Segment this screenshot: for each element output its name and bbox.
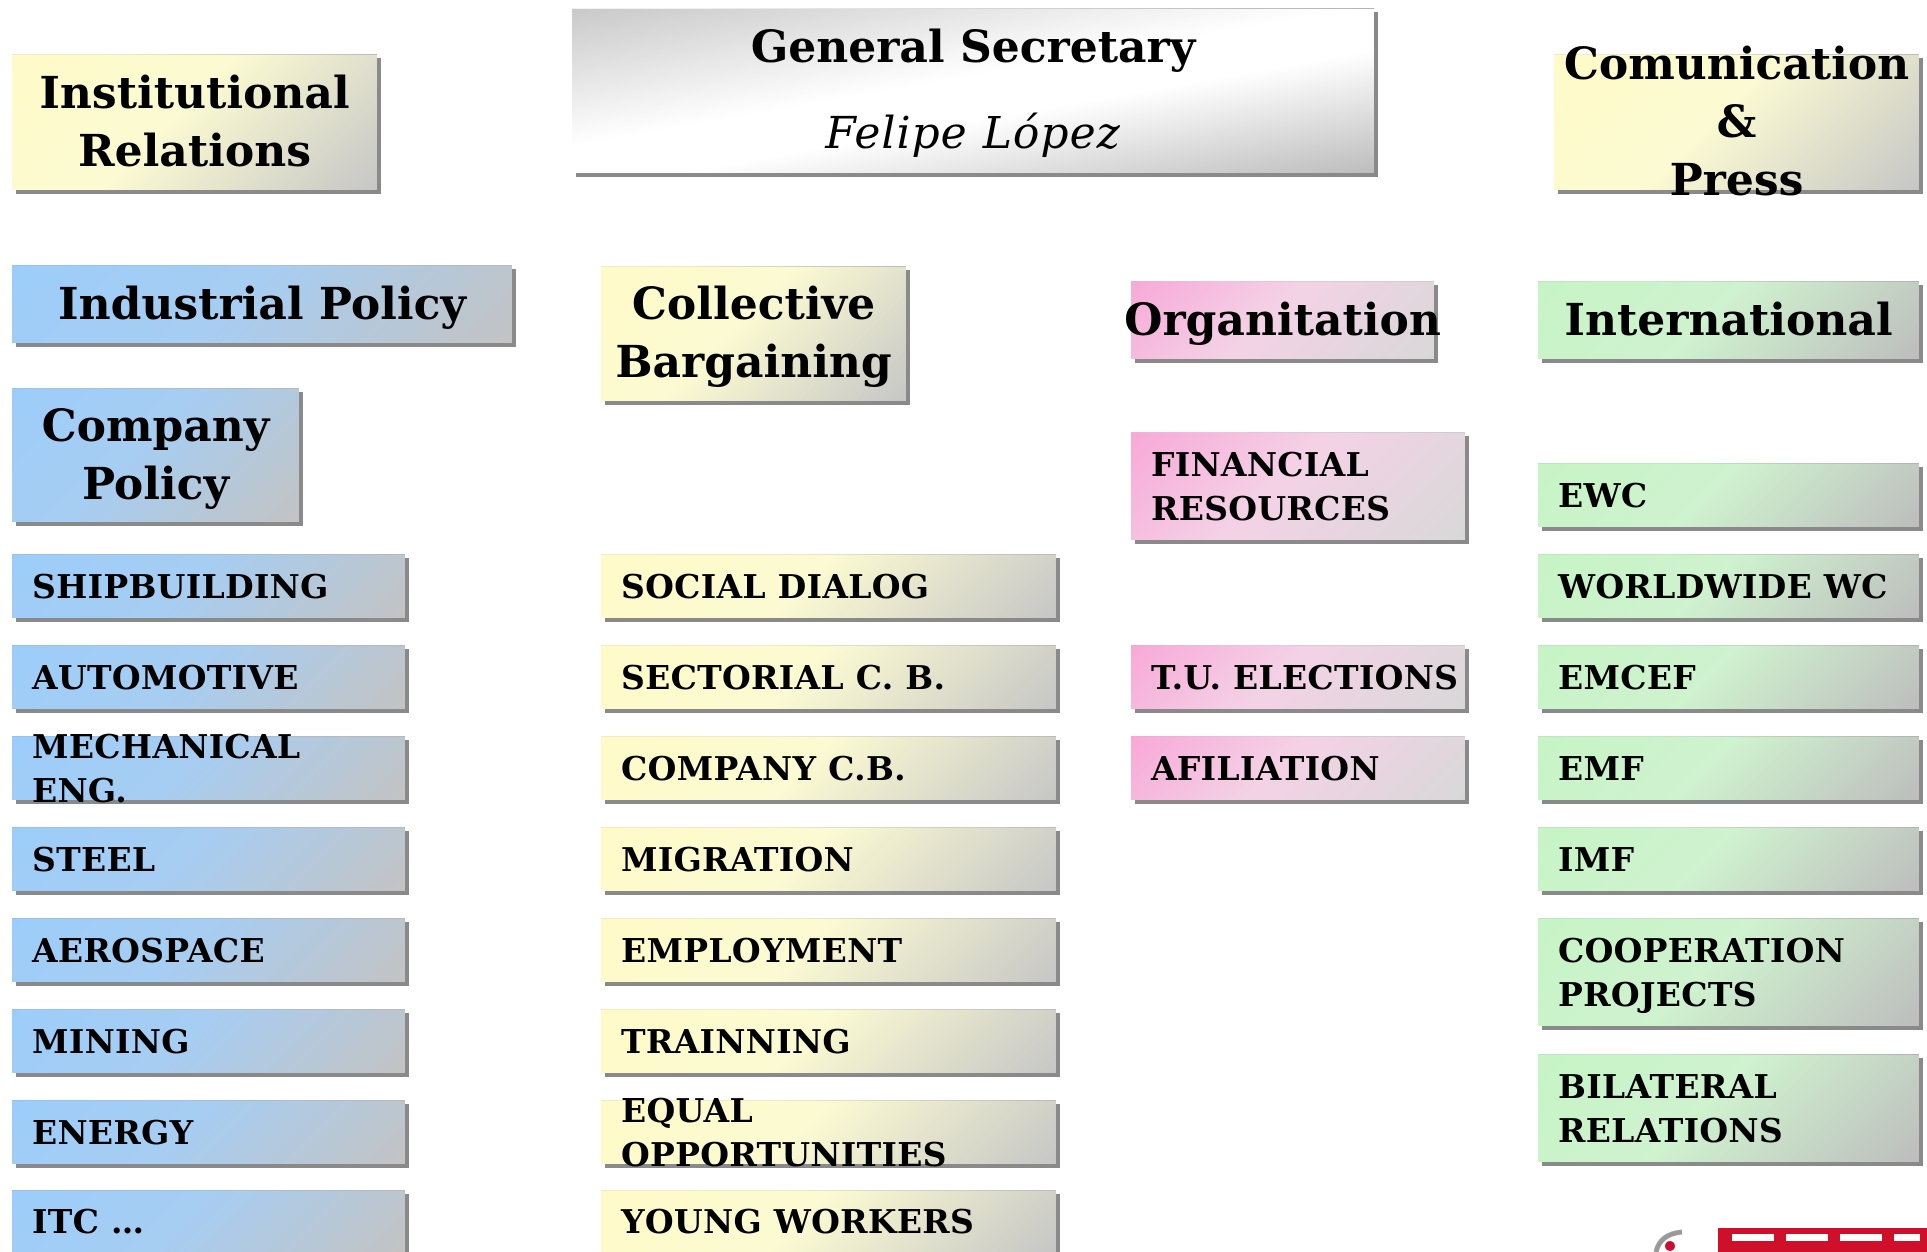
bargaining-item: TRAINNING (601, 1009, 1056, 1073)
bilateral-relations-line2: RELATIONS (1558, 1110, 1784, 1150)
international-item-label: WORLDWIDE WC (1558, 566, 1888, 606)
bargaining-item: SECTORIAL C. B. (601, 645, 1056, 709)
general-secretary-name: Felipe López (825, 108, 1121, 159)
organisation-item: T.U. ELECTIONS (1131, 645, 1465, 709)
bargaining-item-label: EMPLOYMENT (621, 930, 903, 970)
bargaining-item: EMPLOYMENT (601, 918, 1056, 982)
collective-bargaining-line1: Collective (631, 279, 876, 330)
international-item-label: EMF (1558, 748, 1645, 788)
organization-logo-icon (1653, 1228, 1927, 1252)
industrial-item-label: MINING (32, 1021, 190, 1061)
bargaining-item-label: MIGRATION (621, 839, 854, 879)
industrial-item-label: MECHANICAL ENG. (32, 726, 301, 810)
international-item-label: EWC (1558, 475, 1648, 515)
industrial-item: AUTOMOTIVE (12, 645, 405, 709)
bargaining-item-label: EQUAL OPPORTUNITIES (621, 1090, 947, 1174)
communication-press-line1: Comunication & (1563, 38, 1910, 148)
industrial-item: ENERGY (12, 1100, 405, 1164)
bargaining-item: MIGRATION (601, 827, 1056, 891)
company-policy-line1: Company (41, 400, 270, 452)
industrial-item: SHIPBUILDING (12, 554, 405, 618)
collective-bargaining-line2: Bargaining (615, 337, 892, 388)
industrial-item: ITC … (12, 1190, 405, 1252)
international-item-label: IMF (1558, 839, 1635, 879)
cooperation-projects-line2: PROJECTS (1558, 974, 1757, 1014)
cooperation-projects-box: COOPERATION PROJECTS (1538, 918, 1919, 1026)
industrial-policy-header: Industrial Policy (12, 265, 512, 343)
cooperation-projects-line1: COOPERATION (1558, 930, 1846, 970)
industrial-item-label: ITC … (32, 1201, 145, 1241)
communication-press-box: Comunication & Press (1554, 39, 1919, 206)
financial-resources-line2: RESOURCES (1151, 488, 1391, 528)
institutional-relations-box: Institutional Relations (12, 54, 377, 190)
bargaining-item: EQUAL OPPORTUNITIES (601, 1091, 1056, 1174)
industrial-item-label: ENERGY (32, 1112, 194, 1152)
collective-bargaining-header: Collective Bargaining (601, 266, 906, 401)
international-item: WORLDWIDE WC (1538, 554, 1919, 618)
industrial-item: AEROSPACE (12, 918, 405, 982)
bilateral-relations-line1: BILATERAL (1558, 1066, 1777, 1106)
organisation-label: Organitation (1124, 294, 1441, 346)
bargaining-item-label: SOCIAL DIALOG (621, 566, 930, 606)
company-policy-line2: Policy (81, 458, 230, 510)
industrial-item-label: AUTOMOTIVE (32, 657, 299, 697)
international-label: International (1564, 294, 1893, 346)
organisation-item-label: T.U. ELECTIONS (1151, 657, 1459, 697)
organisation-header: Organitation (1124, 281, 1441, 359)
bargaining-item-label: COMPANY C.B. (621, 748, 906, 788)
general-secretary-box: General Secretary Felipe López (572, 8, 1374, 173)
international-item: EMF (1538, 736, 1919, 800)
industrial-item: MECHANICAL ENG. (12, 727, 405, 810)
international-item: EWC (1538, 463, 1919, 527)
general-secretary-title: General Secretary (750, 22, 1196, 73)
bargaining-item-label: YOUNG WORKERS (621, 1201, 975, 1241)
bilateral-relations-box: BILATERAL RELATIONS (1538, 1054, 1919, 1162)
international-header: International (1538, 281, 1919, 359)
financial-resources-line1: FINANCIAL (1151, 444, 1370, 484)
bargaining-item: YOUNG WORKERS (601, 1190, 1056, 1252)
bargaining-item-label: SECTORIAL C. B. (621, 657, 946, 697)
industrial-item-label: STEEL (32, 839, 156, 879)
institutional-relations-line2: Relations (78, 125, 311, 177)
bargaining-item: SOCIAL DIALOG (601, 554, 1056, 618)
industrial-item-label: SHIPBUILDING (32, 566, 329, 606)
institutional-relations-line1: Institutional (39, 67, 350, 119)
bargaining-item: COMPANY C.B. (601, 736, 1056, 800)
industrial-item-label: AEROSPACE (32, 930, 265, 970)
bargaining-item-label: TRAINNING (621, 1021, 851, 1061)
international-item-label: EMCEF (1558, 657, 1697, 697)
industrial-item: STEEL (12, 827, 405, 891)
company-policy-box: Company Policy (12, 388, 299, 522)
industrial-policy-label: Industrial Policy (58, 278, 466, 330)
organisation-item: AFILIATION (1131, 736, 1465, 800)
financial-resources-box: FINANCIAL RESOURCES (1131, 432, 1465, 540)
industrial-item: MINING (12, 1009, 405, 1073)
international-item: EMCEF (1538, 645, 1919, 709)
communication-press-line2: Press (1669, 154, 1804, 206)
international-item: IMF (1538, 827, 1919, 891)
organisation-item-label: AFILIATION (1151, 748, 1380, 788)
